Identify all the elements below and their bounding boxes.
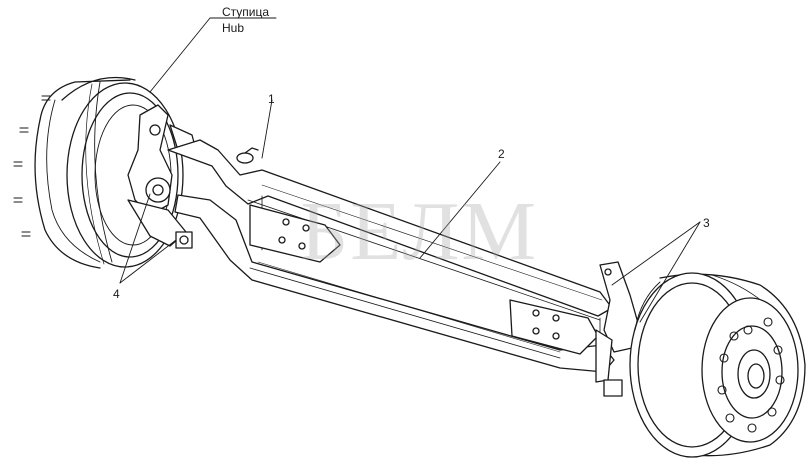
callout-3-leader-b [611,221,701,286]
right-steering-knuckle [595,261,641,397]
hub-leader [149,17,211,93]
leader-lines [119,17,701,323]
callout-3: 3 [703,216,710,230]
right-spring-pad [509,299,599,355]
callout-2-leader [419,161,501,259]
callout-4: 4 [113,287,120,301]
hub-label-ru: Ступица [222,5,270,19]
callout-2: 2 [498,147,505,161]
grease-fitting [236,147,259,164]
hub-label-en: Hub [222,21,245,35]
callout-4-leader-b [119,239,177,284]
callout-3-leader-a [639,221,701,323]
callout-4-leader-a [119,193,151,284]
right-wheel-studs [717,317,785,433]
right-brake-drum [629,272,806,458]
left-spring-pad [249,204,341,263]
callout-1: 1 [268,92,275,106]
watermark: БЕЛМ [300,185,539,278]
callout-1-leader [261,99,273,159]
left-steering-knuckle [127,104,197,249]
left-wheel-studs [13,95,51,237]
